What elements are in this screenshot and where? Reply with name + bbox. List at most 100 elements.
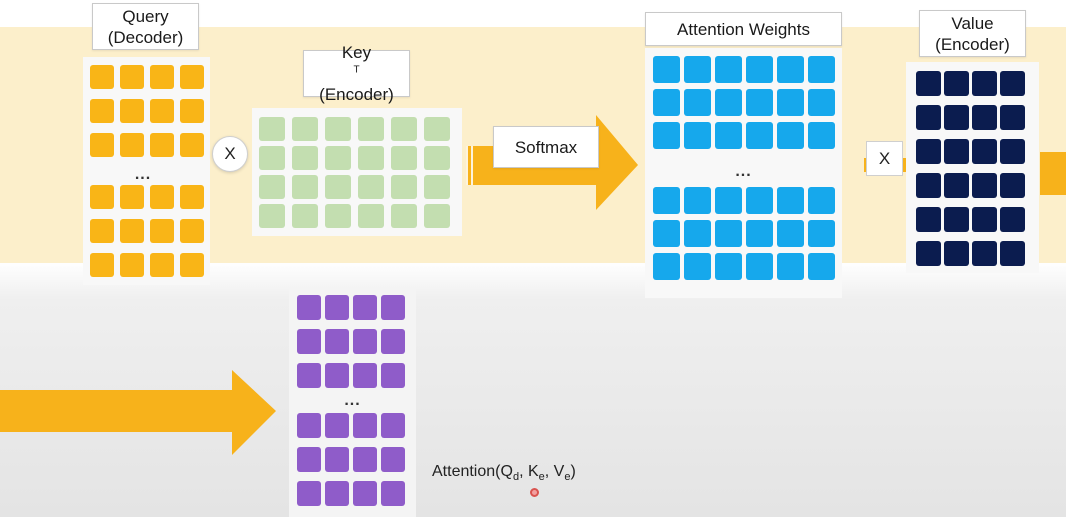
multiply-operator: X	[212, 136, 248, 172]
weights-cell	[777, 253, 804, 280]
softmax-arrow-stripes	[466, 146, 473, 185]
query-cell	[150, 253, 174, 277]
value-cells	[916, 71, 1025, 266]
weights-cell	[715, 56, 742, 83]
query-rows-top	[90, 65, 204, 157]
output-cell	[325, 295, 349, 320]
value-cell	[944, 71, 969, 96]
key-cell	[259, 146, 285, 170]
weights-ellipsis: ...	[735, 163, 752, 180]
key-cell	[424, 204, 450, 228]
weights-cell	[777, 220, 804, 247]
query-cell	[180, 219, 204, 243]
output-cell	[325, 329, 349, 354]
output-cell	[325, 447, 349, 472]
attention-weights-label: Attention Weights	[645, 12, 842, 46]
query-cell	[90, 65, 114, 89]
output-rows-top	[297, 295, 405, 388]
key-cell	[391, 175, 417, 199]
key-cell	[358, 117, 384, 141]
output-cell	[381, 295, 405, 320]
weights-cell	[653, 187, 680, 214]
value-cell	[972, 207, 997, 232]
key-cell	[424, 146, 450, 170]
value-cell	[944, 241, 969, 266]
query-cell	[120, 133, 144, 157]
value-matrix	[906, 62, 1039, 273]
value-cell	[972, 139, 997, 164]
query-cell	[90, 133, 114, 157]
value-cell	[1000, 207, 1025, 232]
value-cell	[944, 139, 969, 164]
value-cell	[944, 173, 969, 198]
output-cell	[353, 329, 377, 354]
output-rows-bottom	[297, 413, 405, 506]
output-cell	[381, 329, 405, 354]
key-cell	[358, 204, 384, 228]
key-cell	[325, 146, 351, 170]
query-cell	[90, 253, 114, 277]
weights-cell	[777, 187, 804, 214]
value-cell	[916, 207, 941, 232]
output-cell	[381, 413, 405, 438]
query-cell	[90, 185, 114, 209]
output-cell	[325, 481, 349, 506]
value-cell	[944, 105, 969, 130]
query-cell	[180, 99, 204, 123]
output-cell	[297, 413, 321, 438]
key-cell	[292, 204, 318, 228]
value-cell	[972, 241, 997, 266]
weights-cell	[653, 89, 680, 116]
weights-cell	[746, 56, 773, 83]
output-matrix: ...	[289, 287, 416, 517]
key-cell	[325, 204, 351, 228]
output-cell	[353, 481, 377, 506]
output-cell	[297, 447, 321, 472]
key-cell	[424, 175, 450, 199]
weights-cell	[746, 220, 773, 247]
weights-cell	[808, 56, 835, 83]
query-cell	[180, 185, 204, 209]
query-cell	[150, 185, 174, 209]
query-cell	[150, 133, 174, 157]
weights-cell	[746, 187, 773, 214]
weights-cell	[777, 56, 804, 83]
value-cell	[916, 139, 941, 164]
query-cell	[120, 219, 144, 243]
value-cell	[972, 173, 997, 198]
weights-cell	[746, 122, 773, 149]
weights-cell	[808, 187, 835, 214]
output-cell	[297, 481, 321, 506]
weights-cell	[715, 122, 742, 149]
query-cell	[120, 65, 144, 89]
weights-cell	[746, 253, 773, 280]
key-cell	[259, 175, 285, 199]
output-cell	[353, 447, 377, 472]
value-cell	[972, 105, 997, 130]
query-rows-bottom	[90, 185, 204, 277]
output-cell	[325, 413, 349, 438]
weights-cell	[808, 89, 835, 116]
right-edge-arrow	[1040, 152, 1066, 195]
output-cell	[297, 295, 321, 320]
query-cell	[180, 133, 204, 157]
key-cell	[391, 146, 417, 170]
key-cell	[325, 175, 351, 199]
weights-cell	[715, 253, 742, 280]
value-cell	[916, 241, 941, 266]
value-cell	[916, 173, 941, 198]
query-cell	[120, 99, 144, 123]
query-cell	[180, 65, 204, 89]
output-cell	[297, 329, 321, 354]
output-ellipsis: ...	[344, 392, 361, 409]
value-label: Value (Encoder)	[919, 10, 1026, 57]
attention-formula: Attention(Qd, Ke, Ve)	[432, 463, 576, 484]
value-cell	[916, 71, 941, 96]
weights-cell	[684, 253, 711, 280]
key-cell	[259, 117, 285, 141]
output-arrow	[0, 370, 276, 455]
key-transpose-matrix	[252, 108, 462, 236]
softmax-label: Softmax	[493, 126, 599, 168]
key-cell	[391, 204, 417, 228]
